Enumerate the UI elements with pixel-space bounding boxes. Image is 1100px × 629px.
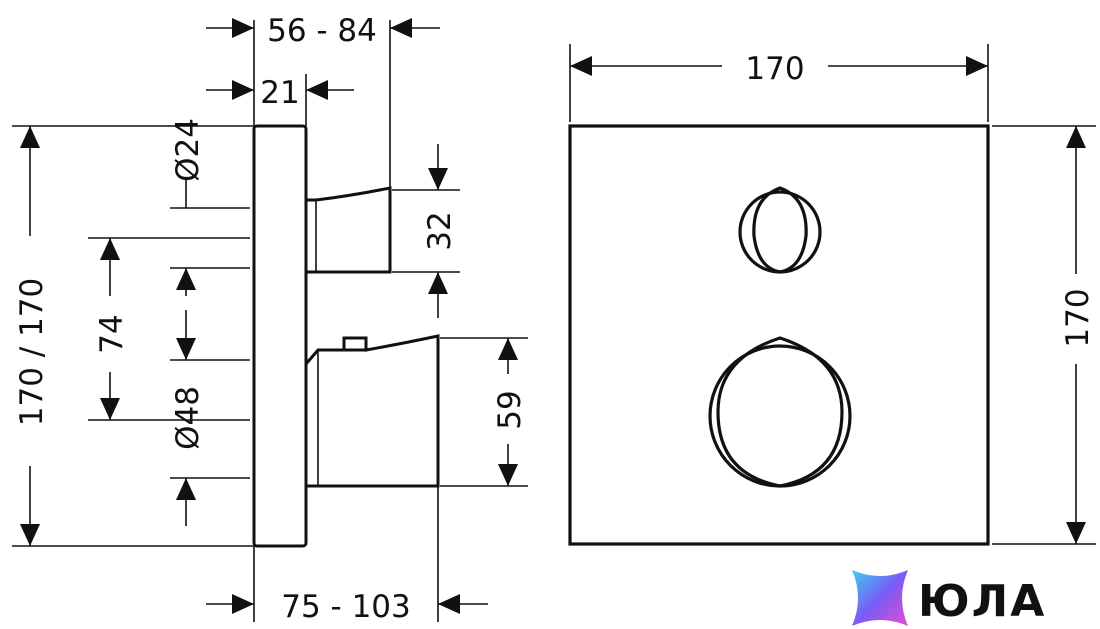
arrow (100, 398, 120, 420)
arrow (232, 18, 254, 38)
arrow (232, 594, 254, 614)
arrow (570, 56, 592, 76)
dim-flange: 21 (260, 75, 299, 111)
arrow (100, 238, 120, 260)
arrow (438, 594, 460, 614)
side-knob (304, 334, 440, 488)
brand-star-icon (852, 570, 908, 626)
side-view: 56 - 84 21 Ø24 170 / 170 74 Ø48 32 (12, 13, 528, 625)
arrow (428, 168, 448, 190)
arrow (390, 18, 412, 38)
arrow (428, 272, 448, 294)
side-handle (304, 186, 392, 274)
front-small-knob-handle (752, 186, 808, 274)
front-large-knob-handle (716, 336, 844, 488)
dim-height-left: 170 / 170 (14, 278, 50, 427)
front-plate (568, 124, 990, 546)
arrow (20, 126, 40, 148)
dim-depth-handle: 56 - 84 (267, 13, 377, 49)
arrow (306, 80, 328, 100)
arrow (966, 56, 988, 76)
dim-knob-height: 59 (492, 390, 528, 429)
dim-center-distance: 74 (94, 314, 130, 353)
front-view: 170 170 (568, 44, 1096, 546)
dim-width-front: 170 (745, 51, 804, 87)
brand-logo: ЮЛА (852, 570, 1046, 627)
arrow (1066, 522, 1086, 544)
side-plate (252, 124, 308, 548)
dim-dia-large: Ø48 (170, 386, 206, 450)
arrow (176, 338, 196, 360)
dim-height-front: 170 (1060, 288, 1096, 347)
dim-depth-knob: 75 - 103 (281, 589, 411, 625)
arrow (176, 478, 196, 500)
dim-handle-height: 32 (422, 211, 458, 250)
arrow (176, 268, 196, 290)
arrow (498, 338, 518, 360)
brand-name: ЮЛА (918, 576, 1046, 627)
arrow (20, 524, 40, 546)
side-knob-cap (342, 336, 368, 352)
arrow (498, 464, 518, 486)
arrow (1066, 126, 1086, 148)
front-small-knob-ring (738, 190, 822, 274)
arrow (232, 80, 254, 100)
dim-dia-small: Ø24 (170, 118, 206, 182)
